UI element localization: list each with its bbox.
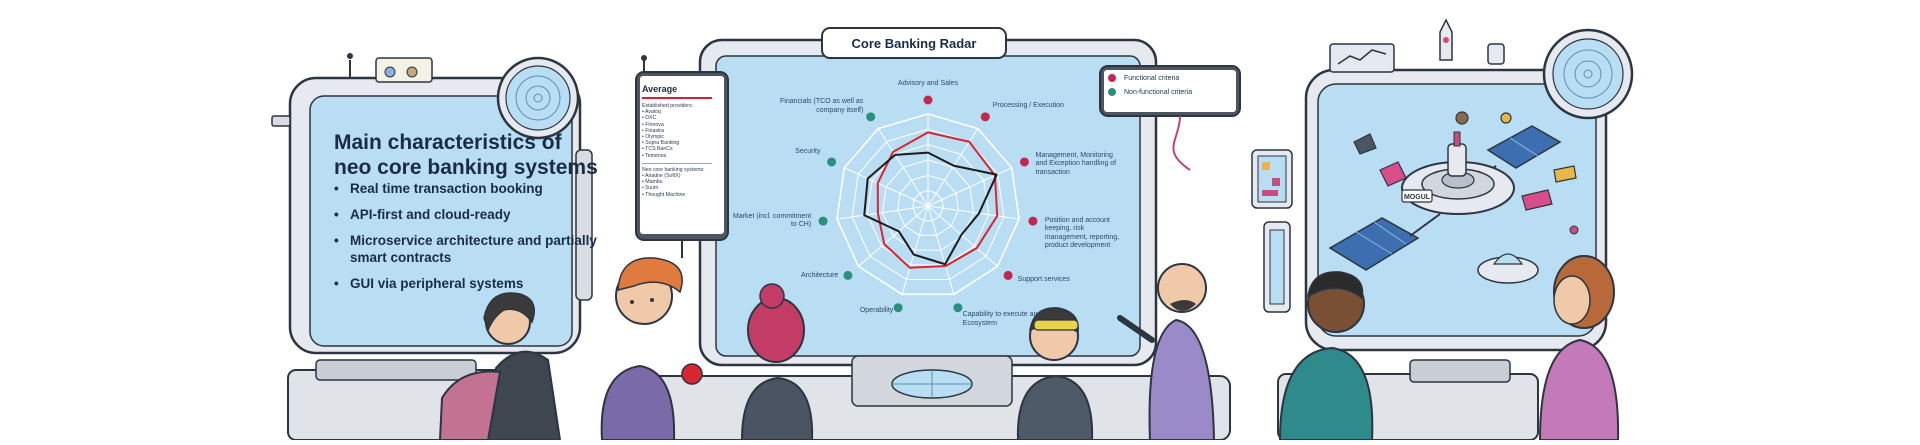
established-heading: Established providers:: [642, 103, 694, 109]
space-station-illustration: MOGUL: [1328, 111, 1579, 284]
average-title-rule: [642, 97, 712, 99]
radar-axis-label: Advisory and Sales: [898, 80, 958, 87]
legend-functional-label: Functional criteria: [1124, 74, 1180, 82]
characteristic-item: GUI via peripheral systems: [334, 275, 599, 292]
characteristics-list: Real time transaction booking API-first …: [334, 180, 599, 301]
satellite-label: MOGUL: [1404, 194, 1431, 201]
average-card: Average Established providers: Avaloq DX…: [642, 84, 718, 202]
legend-non-functional: Non-functional criteria: [1108, 88, 1232, 96]
radar-axis-label: Capability to execute and Ecosystem: [962, 311, 1042, 327]
radar-grid-ring: [897, 174, 959, 236]
radar-grid-ring: [836, 113, 1020, 296]
provider-item: TCS BanCs: [642, 146, 718, 152]
characters: [438, 255, 1620, 441]
provider-item: Avaloq: [642, 109, 718, 115]
radar-title: Core Banking Radar: [851, 35, 977, 51]
radar-axis-label: Processing / Execution: [992, 102, 1064, 110]
radar-axis-line: [927, 205, 955, 295]
functional-axis-dot-icon: [923, 95, 933, 105]
radar-chart: [818, 95, 1038, 313]
radar-axis-line: [844, 167, 929, 207]
neo-heading: Neo core banking systems:: [642, 166, 705, 173]
radar-series-red: [876, 131, 999, 269]
radar-axis-line: [836, 205, 929, 220]
neo-system-item: Thought Machine: [642, 192, 718, 198]
radar-axis-label: Security: [795, 147, 821, 155]
non-functional-axis-dot-icon: [818, 216, 828, 226]
neo-systems-list: Ariadne (SoftX) Mambu 5uum Thought Machi…: [642, 173, 718, 198]
radar-grid-ring: [912, 190, 944, 222]
provider-item: Sopra Banking: [642, 140, 718, 146]
radar-axis-line: [927, 167, 1012, 207]
average-title: Average: [642, 84, 678, 94]
radar-grid-ring: [866, 144, 990, 266]
radar-grid-ring: [881, 159, 975, 251]
left-screen-title: Main characteristics of neo core banking…: [334, 131, 598, 179]
provider-item: Temenos: [642, 153, 718, 159]
functional-axis-dot-icon: [1028, 216, 1038, 226]
left-round-radar-icon: [496, 56, 580, 140]
functional-dot-icon: [1108, 74, 1116, 82]
radar-axis-line: [927, 205, 1020, 220]
non-functional-axis-dot-icon: [893, 303, 903, 313]
provider-item: Finnova: [642, 122, 718, 128]
radar-axis-label: Management, Monitoring and Exception han…: [1035, 151, 1117, 176]
radar-axis-label: Operability: [859, 307, 894, 315]
radar-axis-line: [901, 205, 929, 295]
average-divider: [642, 162, 712, 164]
radar-axis-line: [927, 205, 998, 267]
legend-functional: Functional criteria: [1108, 74, 1232, 82]
radar-axis-label: Financials (TCO as well as company itsel…: [780, 98, 864, 114]
non-functional-dot-icon: [1108, 88, 1116, 96]
radar-axis-label: Support services: [1017, 275, 1070, 283]
radar-axis-label: Position and account keeping, risk manag…: [1044, 216, 1120, 250]
non-functional-axis-dot-icon: [953, 303, 963, 313]
characteristic-item: Real time transaction booking: [334, 180, 599, 197]
right-round-radar-icon: [1542, 28, 1634, 120]
legend-card: Functional criteria Non-functional crite…: [1108, 74, 1232, 102]
radar-axis-label: Architecture: [800, 271, 839, 279]
radar-axis-line: [877, 128, 929, 207]
functional-axis-dot-icon: [1003, 270, 1013, 280]
radar-grid-ring: [851, 128, 1005, 281]
characteristic-item: API-first and cloud-ready: [334, 206, 599, 223]
non-functional-axis-dot-icon: [866, 112, 876, 122]
functional-axis-dot-icon: [980, 112, 990, 122]
neo-system-item: Ariadne (SoftX): [642, 173, 718, 179]
functional-axis-dot-icon: [1019, 157, 1029, 167]
non-functional-axis-dot-icon: [843, 270, 853, 280]
legend-panel-frame: [1099, 65, 1241, 171]
radar-series-black: [863, 151, 998, 266]
neo-system-item: Mambu: [642, 179, 718, 185]
non-functional-axis-dot-icon: [827, 157, 837, 167]
legend-non-functional-label: Non-functional criteria: [1124, 88, 1193, 96]
characteristic-item: Microservice architecture and partially …: [334, 232, 599, 266]
provider-item: Finastra: [642, 128, 718, 134]
provider-item: DXC: [642, 115, 718, 121]
provider-item: Olympic: [642, 134, 718, 140]
neo-system-item: 5uum: [642, 185, 718, 191]
established-providers-list: Avaloq DXC Finnova Finastra Olympic Sopr…: [642, 109, 718, 159]
radar-axis-label: Market (incl. commitment to CH): [732, 212, 812, 229]
radar-axis-line: [858, 205, 929, 267]
